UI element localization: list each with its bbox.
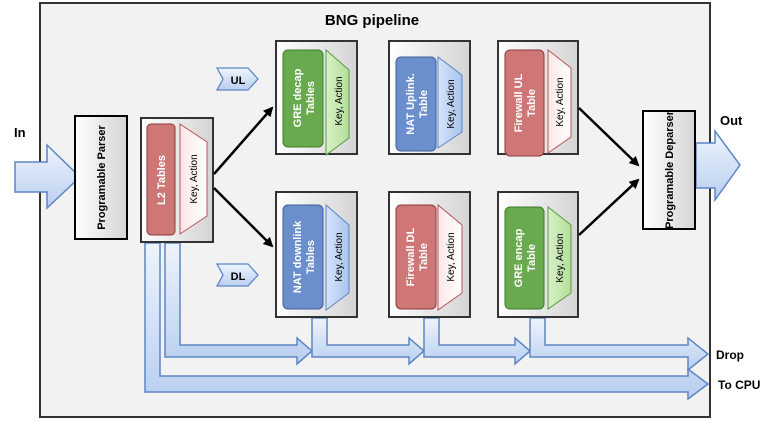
to-cpu-label: To CPU (718, 378, 760, 392)
firewall-ul-block (504, 49, 545, 157)
firewall-dl-table-group: Firewall DL Table Key, Action (388, 191, 471, 318)
l2-key-action-label: Key, Action (189, 154, 200, 203)
in-arrow (14, 143, 82, 210)
nat-downlink-block (282, 204, 324, 310)
nat-downlink-label-2: Tables (305, 240, 317, 274)
connector-arrows (213, 106, 640, 248)
nat-downlink-table-group: NAT downlink Tables Key, Action (275, 191, 358, 318)
drop-flow (164, 242, 710, 372)
firewall-dl-label-1: Firewall DL (405, 227, 417, 286)
to-cpu-flow (144, 242, 710, 401)
arrow-firewall-ul-to-deparser (578, 107, 640, 167)
firewall-ul-key-action-tab (547, 48, 572, 154)
firewall-ul-label-2: Table (526, 89, 538, 117)
l2-tables-label: L2 Tables (156, 155, 168, 205)
out-label: Out (720, 113, 743, 128)
nat-uplink-label-2: Table (418, 90, 430, 118)
deparser-label: Programable Deparser (664, 110, 676, 229)
drop-label: Drop (716, 348, 744, 362)
firewall-dl-key-action-tab (437, 203, 463, 311)
deparser-box (642, 110, 696, 230)
arrow-gre-encap-to-deparser (578, 178, 640, 236)
ul-label: UL (231, 75, 246, 87)
gre-encap-table-group: GRE encap Table Key, Action (497, 191, 579, 318)
gre-encap-block (504, 206, 545, 310)
arrow-l2-to-nat-downlink (213, 187, 274, 248)
gre-decap-key-action-tab (325, 48, 350, 156)
firewall-ul-table-group: Firewall UL Table Key, Action (497, 40, 579, 157)
dl-label: DL (231, 271, 246, 283)
gre-encap-label-2: Table (526, 244, 538, 272)
gre-decap-key-action-label: Key, Action (334, 76, 345, 125)
pipeline-title: BNG pipeline (325, 12, 419, 29)
l2-tables-block (146, 123, 176, 236)
ul-tag (215, 67, 259, 91)
gre-encap-key-action-tab (547, 205, 572, 310)
nat-downlink-key-action-tab (325, 203, 350, 311)
in-label: In (14, 125, 26, 140)
out-arrow (695, 128, 741, 203)
arrow-l2-to-gre-decap (213, 106, 274, 175)
dl-tag (215, 263, 259, 287)
nat-downlink-key-action-label: Key, Action (334, 232, 345, 281)
nat-uplink-block (395, 56, 437, 152)
gre-decap-table-group: GRE decap Tables Key, Action (275, 40, 358, 156)
firewall-ul-key-action-label: Key, Action (555, 77, 566, 126)
firewall-ul-label-1: Firewall UL (513, 73, 525, 132)
parser-label: Programable Parser (96, 125, 108, 230)
nat-uplink-table-group: NAT Uplink. Table Key, Action (388, 40, 471, 155)
l2-table-group: L2 Tables Key, Action (140, 117, 214, 243)
firewall-dl-key-action-label: Key, Action (446, 232, 457, 281)
gre-decap-block (282, 49, 324, 148)
firewall-dl-block (395, 204, 437, 310)
parser-box (74, 115, 128, 240)
nat-downlink-label-1: NAT downlink (292, 220, 304, 293)
nat-uplink-label-1: NAT Uplink. (405, 73, 417, 135)
gre-encap-label-1: GRE encap (513, 228, 525, 287)
firewall-dl-label-2: Table (418, 243, 430, 271)
nat-uplink-key-action-label: Key, Action (446, 79, 457, 128)
gre-decap-label-2: Tables (305, 81, 317, 115)
l2-key-action-tab (179, 123, 208, 235)
gre-decap-label-1: GRE decap (292, 68, 304, 127)
gre-encap-key-action-label: Key, Action (555, 233, 566, 282)
nat-uplink-key-action-tab (437, 56, 463, 149)
